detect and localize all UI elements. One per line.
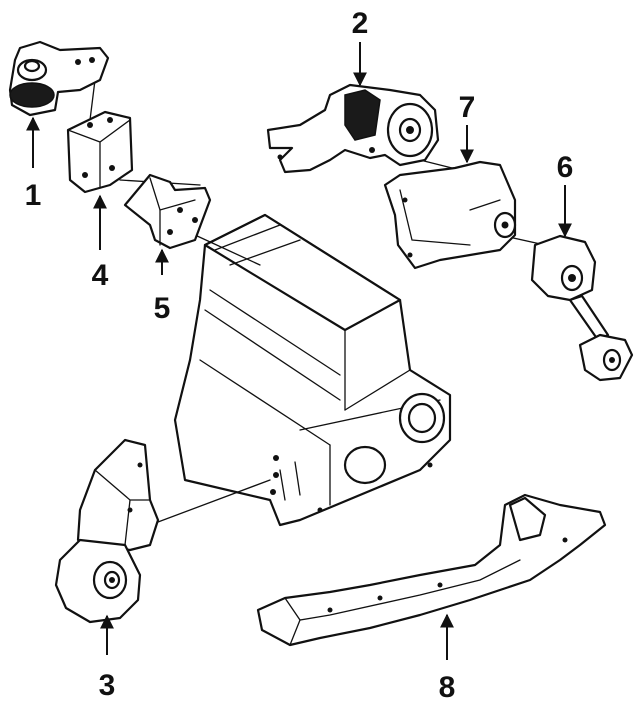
callout-8: 8 (439, 671, 456, 704)
callout-5: 5 (154, 292, 171, 325)
callout-2: 2 (352, 7, 369, 40)
leader-arrows (26, 42, 572, 660)
callout-labels: 1 2 3 4 5 6 7 8 (25, 7, 574, 704)
callout-6: 6 (557, 151, 574, 184)
engine-block (173, 213, 452, 527)
callout-3: 3 (99, 669, 116, 702)
part-2-mount (266, 83, 440, 174)
callout-1: 1 (25, 179, 42, 212)
callout-4: 4 (92, 259, 109, 292)
part-5-bracket (123, 173, 212, 250)
part-4-bracket (66, 110, 134, 194)
part-8-crossmember (256, 493, 607, 647)
part-7-bracket (383, 160, 517, 270)
part-3-mount (54, 438, 160, 624)
callout-7: 7 (459, 91, 476, 124)
part-6-torque-rod (530, 234, 634, 382)
part-1-mount (8, 40, 110, 117)
